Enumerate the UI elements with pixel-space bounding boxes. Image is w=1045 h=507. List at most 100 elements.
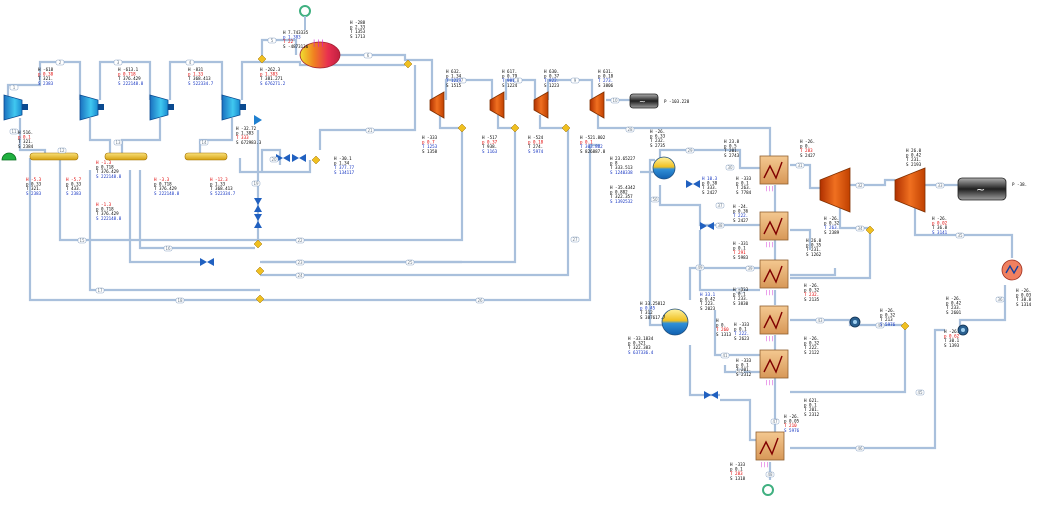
stream-tag-badge[interactable]: 20 xyxy=(269,156,279,163)
stream-tag-badge[interactable]: 24 xyxy=(295,272,305,279)
stream-tag-badge[interactable]: 47 xyxy=(770,418,780,425)
mixer-6[interactable] xyxy=(255,294,265,304)
stream-tag-badge[interactable]: 39 xyxy=(745,265,755,272)
stream-tag-badge[interactable]: 38 xyxy=(715,222,725,229)
generator-1[interactable]: ~ xyxy=(629,93,659,109)
stream-tag-badge[interactable]: 49 xyxy=(695,264,705,271)
stream-tag-badge[interactable]: 27 xyxy=(570,236,580,243)
stream-tag-badge[interactable]: 33 xyxy=(935,182,945,189)
stream-tag-badge[interactable]: 19 xyxy=(251,180,261,187)
combustor-heater[interactable]: ||| xyxy=(299,39,341,69)
valve-6[interactable] xyxy=(686,180,700,188)
stream-mixer-col[interactable] xyxy=(318,65,417,150)
stream-compressor-train[interactable] xyxy=(6,60,82,100)
turbine-1[interactable] xyxy=(429,91,445,119)
stream-tag-badge[interactable]: 46 xyxy=(855,445,865,452)
stream-tag-badge[interactable]: 26 xyxy=(475,297,485,304)
stream-tag-badge[interactable]: 34 xyxy=(855,225,865,232)
valve-8[interactable] xyxy=(704,391,718,399)
stream-tag-badge[interactable]: 3 xyxy=(113,59,123,66)
condenser[interactable] xyxy=(1001,259,1023,281)
compressor-1[interactable] xyxy=(3,94,28,121)
stream-c2-c3[interactable] xyxy=(98,60,152,100)
mixer-5[interactable] xyxy=(255,266,265,276)
stream-tag-badge[interactable]: 40 xyxy=(735,287,745,294)
stream-tag-badge[interactable]: 17 xyxy=(95,287,105,294)
flash-drum-1[interactable] xyxy=(652,156,676,180)
stream-turb-train[interactable] xyxy=(444,78,494,100)
stream-tag-badge[interactable]: 22 xyxy=(295,237,305,244)
mixer-8[interactable] xyxy=(510,123,520,133)
header-2[interactable] xyxy=(104,152,148,161)
flash-drum-2[interactable] xyxy=(661,308,689,336)
stream-tag-badge[interactable]: 16 xyxy=(163,245,173,252)
turbine-lp-1[interactable] xyxy=(819,167,851,213)
stream-tag-badge[interactable]: 28 xyxy=(625,126,635,133)
header-1[interactable] xyxy=(29,152,79,161)
stream-tur2-tur3[interactable] xyxy=(850,178,895,187)
stream-tag-badge[interactable]: 48 xyxy=(765,471,775,478)
stream-tag-badge[interactable]: 50 xyxy=(650,196,660,203)
stream-tag-badge[interactable]: 12 xyxy=(57,147,67,154)
valve-2[interactable] xyxy=(292,154,306,162)
stream-tag-badge[interactable]: 9 xyxy=(570,77,580,84)
heat-exchanger-6[interactable] xyxy=(755,431,785,461)
heat-exchanger-4[interactable] xyxy=(759,305,789,335)
stream-heater-top[interactable] xyxy=(262,60,405,67)
stream-bleed-3[interactable] xyxy=(260,115,570,277)
mixer-9[interactable] xyxy=(561,123,571,133)
stream-tag-badge[interactable]: 13 xyxy=(113,139,123,146)
stream-bottom-return[interactable] xyxy=(720,398,760,442)
valve-3[interactable] xyxy=(254,198,262,212)
stream-tag-badge[interactable]: 21 xyxy=(365,127,375,134)
stream-tag-badge[interactable]: 41 xyxy=(720,352,730,359)
stream-tag-badge[interactable]: 36 xyxy=(995,296,1005,303)
stream-heater-out[interactable] xyxy=(340,53,434,100)
stream-tag-badge[interactable]: 29 xyxy=(685,147,695,154)
stream-cond-out[interactable] xyxy=(958,285,1007,330)
feed-source[interactable] xyxy=(1,152,17,161)
stream-tag-badge[interactable]: 43 xyxy=(815,317,825,324)
mixer-3[interactable] xyxy=(311,155,321,165)
heat-exchanger-2[interactable] xyxy=(759,211,789,241)
stream-c4-out[interactable] xyxy=(240,38,298,100)
stream-hdr-main[interactable] xyxy=(58,158,260,242)
stream-tag-badge[interactable]: 11 xyxy=(9,128,19,135)
mixer-7[interactable] xyxy=(457,123,467,133)
stream-hdr-6[interactable] xyxy=(238,158,312,174)
pump-2[interactable] xyxy=(957,324,969,336)
heat-exchanger-5[interactable] xyxy=(759,349,789,379)
stream-tag-badge[interactable]: 45 xyxy=(915,389,925,396)
stream-tag-badge[interactable]: 15 xyxy=(77,237,87,244)
valve-5[interactable] xyxy=(200,258,214,266)
stream-tag-badge[interactable]: 8 xyxy=(513,77,523,84)
stream-hx1-tur2[interactable] xyxy=(790,163,820,190)
stream-hx2-right[interactable] xyxy=(790,228,812,250)
turbine-4[interactable] xyxy=(589,91,605,119)
generator-2[interactable]: ~ xyxy=(957,177,1007,201)
stream-tag-badge[interactable]: 31 xyxy=(795,162,805,169)
mixer-1[interactable] xyxy=(257,54,267,64)
header-3[interactable] xyxy=(184,152,228,161)
mixer-4[interactable] xyxy=(253,239,263,249)
stream-tag-badge[interactable]: 4 xyxy=(185,59,195,66)
stream-tag-badge[interactable]: 2 xyxy=(55,59,65,66)
turbine-lp-2[interactable] xyxy=(894,167,926,213)
stream-tag-badge[interactable]: 1 xyxy=(9,84,19,91)
stream-bleed-4[interactable] xyxy=(596,115,772,158)
stream-tag-badge[interactable]: 37 xyxy=(715,202,725,209)
stream-tag-badge[interactable]: 25 xyxy=(405,259,415,266)
valve-4[interactable] xyxy=(254,214,262,228)
stream-hx3-right[interactable] xyxy=(790,268,837,277)
stream-tag-badge[interactable]: 23 xyxy=(295,259,305,266)
stream-tag-badge[interactable]: 32 xyxy=(855,182,865,189)
stream-tag-badge[interactable]: 5 xyxy=(267,37,277,44)
stream-hdr-4[interactable] xyxy=(138,170,255,250)
heat-exchanger-3[interactable] xyxy=(759,259,789,289)
mixer-10[interactable] xyxy=(865,225,875,235)
stream-hdr-2[interactable] xyxy=(88,170,260,292)
stream-tag-badge[interactable]: 35 xyxy=(955,232,965,239)
stream-ic-2[interactable] xyxy=(88,118,112,158)
stream-hx3-side[interactable] xyxy=(698,230,760,292)
compressor-2[interactable] xyxy=(79,94,104,121)
